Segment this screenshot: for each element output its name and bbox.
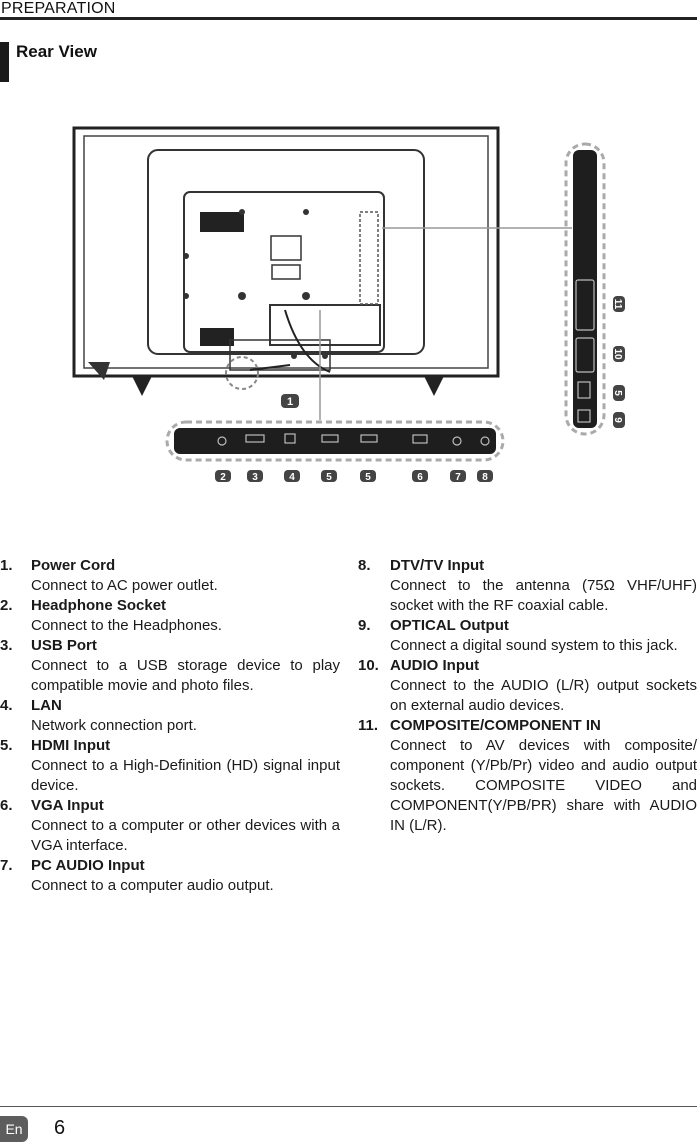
list-item: 6. VGA Input Connect to a computer or ot… — [0, 796, 340, 856]
item-description: Connect to the antenna (75Ω VHF/UHF) soc… — [390, 577, 697, 614]
item-name: PC AUDIO Input — [31, 857, 145, 874]
callout-badge: 9 — [612, 412, 625, 428]
callout-badge: 2 — [215, 470, 231, 483]
item-name: OPTICAL Output — [390, 617, 509, 634]
list-item: 3. USB Port Connect to a USB storage dev… — [0, 636, 340, 696]
callout-badge: 7 — [450, 470, 466, 483]
item-description: Connect to the AUDIO (L/R) output socket… — [390, 677, 697, 714]
callout-badge: 4 — [284, 470, 300, 483]
item-name: HDMI Input — [31, 737, 111, 754]
section-title: Rear View — [16, 42, 97, 61]
svg-text:6: 6 — [417, 472, 423, 483]
callout-badge: 8 — [477, 470, 493, 483]
items-right-column: 8. DTV/TV Input Connect to the antenna (… — [358, 556, 697, 836]
callout-badge: 1 — [281, 394, 299, 408]
header-rule — [0, 17, 697, 20]
item-description: Connect to a computer or other devices w… — [31, 817, 340, 854]
svg-text:7: 7 — [455, 472, 461, 483]
tv-back — [72, 126, 500, 396]
footer-rule — [0, 1106, 697, 1107]
item-number: 10. — [358, 657, 379, 674]
item-name: USB Port — [31, 637, 97, 654]
svg-text:9: 9 — [612, 417, 623, 423]
callout-badge: 5 — [321, 470, 337, 483]
svg-text:2: 2 — [220, 472, 226, 483]
svg-text:5: 5 — [326, 472, 332, 483]
item-name: VGA Input — [31, 797, 104, 814]
callout-badge: 5 — [360, 470, 376, 483]
list-item: 9. OPTICAL Output Connect a digital soun… — [358, 616, 697, 656]
item-number: 7. — [0, 857, 13, 874]
rear-view-diagram: 1 2 3 4 5 5 6 7 8 9 5 10 — [72, 126, 625, 483]
svg-text:5: 5 — [612, 390, 623, 396]
item-description: Connect to a computer audio output. — [31, 877, 274, 894]
svg-text:5: 5 — [365, 472, 371, 483]
callout-badge: 5 — [612, 385, 625, 401]
svg-text:1: 1 — [287, 396, 293, 408]
side-port-panel — [564, 142, 606, 436]
item-number: 3. — [0, 637, 13, 654]
item-description: Network connection port. — [31, 717, 197, 734]
item-description: Connect to a USB storage device to play … — [31, 657, 340, 694]
item-name: Power Cord — [31, 557, 116, 574]
item-description: Connect a digital sound system to this j… — [390, 637, 678, 654]
callout-badge: 11 — [612, 296, 625, 312]
item-number: 11. — [358, 717, 379, 734]
item-description: Connect to the Headphones. — [31, 617, 222, 634]
list-item: 5. HDMI Input Connect to a High-Definiti… — [0, 736, 340, 796]
item-description: Connect to AV devices with composite/ co… — [390, 737, 697, 834]
list-item: 7. PC AUDIO Input Connect to a computer … — [0, 856, 340, 896]
item-name: Headphone Socket — [31, 597, 167, 614]
item-number: 4. — [0, 697, 13, 714]
item-name: LAN — [31, 697, 62, 714]
item-number: 9. — [358, 617, 371, 634]
header-title: PREPARATION — [1, 0, 116, 17]
page-header: PREPARATION — [0, 0, 697, 20]
item-name: COMPOSITE/COMPONENT IN — [390, 717, 601, 734]
list-item: 2. Headphone Socket Connect to the Headp… — [0, 596, 340, 636]
item-name: DTV/TV Input — [390, 557, 485, 574]
list-item: 4. LAN Network connection port. — [0, 696, 340, 736]
svg-text:4: 4 — [289, 472, 295, 483]
items-left-column: 1. Power Cord Connect to AC power outlet… — [0, 556, 340, 896]
callout-badge: 6 — [412, 470, 428, 483]
callout-badge: 3 — [247, 470, 263, 483]
page-number: 6 — [54, 1117, 66, 1139]
list-item: 11. COMPOSITE/COMPONENT IN Connect to AV… — [358, 716, 697, 836]
item-number: 1. — [0, 557, 13, 574]
item-description: Connect to a High-Definition (HD) signal… — [31, 757, 340, 794]
bottom-port-panel — [165, 420, 505, 462]
item-number: 6. — [0, 797, 13, 814]
svg-text:8: 8 — [482, 472, 488, 483]
item-number: 2. — [0, 597, 13, 614]
language-badge: En — [0, 1116, 28, 1142]
item-number: 8. — [358, 557, 371, 574]
item-description: Connect to AC power outlet. — [31, 577, 218, 594]
list-item: 10. AUDIO Input Connect to the AUDIO (L/… — [358, 656, 697, 716]
section-marker — [0, 42, 9, 82]
item-number: 5. — [0, 737, 13, 754]
item-name: AUDIO Input — [390, 657, 480, 674]
callout-badge: 10 — [612, 346, 625, 362]
svg-text:3: 3 — [252, 472, 258, 483]
list-item: 8. DTV/TV Input Connect to the antenna (… — [358, 556, 697, 616]
list-item: 1. Power Cord Connect to AC power outlet… — [0, 556, 340, 596]
svg-text:10: 10 — [612, 348, 623, 360]
svg-text:11: 11 — [612, 299, 623, 310]
